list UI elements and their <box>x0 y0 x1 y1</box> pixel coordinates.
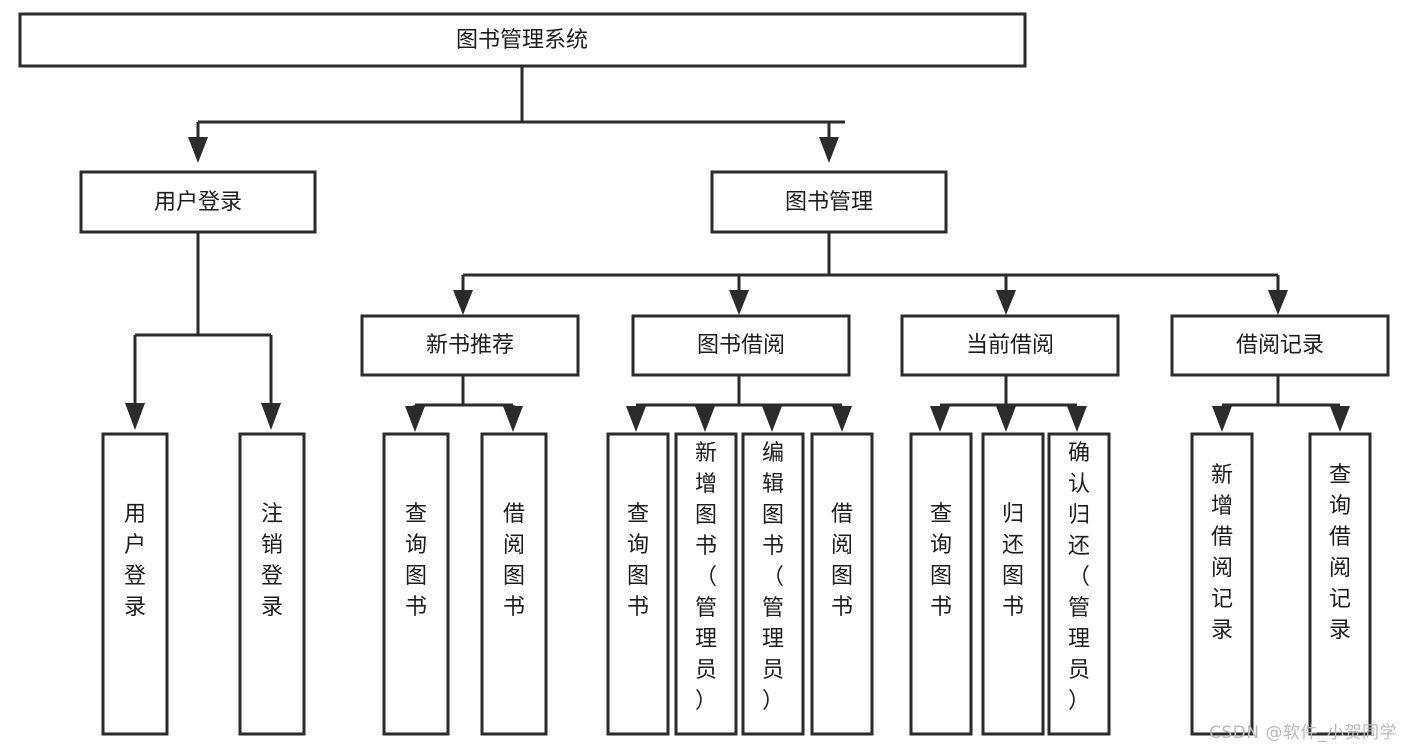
node-book-manage-box[interactable] <box>710 170 948 234</box>
arrowhead-current-borrow <box>996 290 1016 315</box>
node-leaf-add-book[interactable]: 新增图书（管理员） <box>674 432 738 736</box>
connector-group-borrow-record-to-leaves <box>1212 375 1350 432</box>
node-root-label: 图书管理系统 <box>456 28 588 53</box>
node-leaf-user-logout[interactable]: 注销登录 <box>238 432 306 736</box>
node-leaf-edit-book[interactable]: 编辑图书（管理员） <box>741 432 805 736</box>
node-leaf-user-login[interactable]: 用户登录 <box>101 432 169 736</box>
node-leaf-query-book-1[interactable]: 查询图书 <box>382 432 450 736</box>
node-leaf-query-record-label: 查询借阅记录 <box>1329 463 1351 643</box>
node-new-book-recommend-label: 新书推荐 <box>426 333 514 358</box>
node-borrow-record-label: 借阅记录 <box>1236 333 1324 358</box>
node-leaf-return-book[interactable]: 归还图书 <box>981 432 1045 736</box>
node-leaf-add-record[interactable]: 新增借阅记录 <box>1190 432 1254 736</box>
node-leaf-user-logout-box[interactable] <box>238 432 306 736</box>
arrowhead-leaf-add-book <box>695 406 715 432</box>
node-leaf-user-logout-label: 注销登录 <box>261 502 283 620</box>
node-new-book-recommend-box[interactable] <box>360 314 580 377</box>
node-user-login[interactable]: 用户登录 <box>79 170 317 234</box>
node-current-borrow-box[interactable] <box>900 314 1120 377</box>
node-root-box[interactable] <box>18 12 1027 68</box>
node-leaf-return-book-label: 归还图书 <box>1002 502 1024 620</box>
node-borrow-record[interactable]: 借阅记录 <box>1170 314 1390 377</box>
node-book-manage[interactable]: 图书管理 <box>710 170 948 234</box>
node-book-borrow[interactable]: 图书借阅 <box>631 314 851 377</box>
node-leaf-query-book-3-label: 查询图书 <box>930 502 952 620</box>
node-leaf-borrow-book-2-label: 借阅图书 <box>831 502 853 620</box>
node-leaf-query-book-1-box[interactable] <box>382 432 450 736</box>
node-leaf-add-book-box[interactable] <box>674 432 738 736</box>
arrowhead-leaf-confirm-return <box>1067 406 1087 432</box>
connector-group-book-borrow-to-leaves <box>626 375 852 432</box>
node-leaf-edit-book-box[interactable] <box>741 432 805 736</box>
connector-group-root-to-level2 <box>188 66 845 163</box>
node-leaf-confirm-return-box[interactable] <box>1047 432 1111 736</box>
node-current-borrow[interactable]: 当前借阅 <box>900 314 1120 377</box>
arrowhead-leaf-borrow-book-2 <box>832 406 852 432</box>
connector-group-new-book-recommend-to-leaves <box>405 375 523 432</box>
arrowhead-new-book-recommend <box>453 290 473 315</box>
node-leaf-query-book-3[interactable]: 查询图书 <box>909 432 973 736</box>
node-leaf-borrow-book-1[interactable]: 借阅图书 <box>480 432 548 736</box>
node-root[interactable]: 图书管理系统 <box>18 12 1027 68</box>
arrowhead-book-manage <box>819 137 839 163</box>
arrowhead-leaf-return-book <box>996 406 1016 432</box>
node-leaf-confirm-return[interactable]: 确认归还（管理员） <box>1047 432 1111 736</box>
node-leaf-query-book-2[interactable]: 查询图书 <box>606 432 670 736</box>
node-leaf-add-book-label: 新增图书（管理员） <box>695 441 717 714</box>
node-leaf-query-book-1-label: 查询图书 <box>405 502 427 620</box>
arrowhead-leaf-query-book-3 <box>930 406 950 432</box>
node-leaf-borrow-book-1-label: 借阅图书 <box>503 502 525 620</box>
arrowhead-leaf-query-book-2 <box>626 406 646 432</box>
node-leaf-add-record-label: 新增借阅记录 <box>1211 463 1233 643</box>
node-book-manage-label: 图书管理 <box>785 190 873 215</box>
node-borrow-record-box[interactable] <box>1170 314 1390 377</box>
node-leaf-query-book-2-box[interactable] <box>606 432 670 736</box>
arrowhead-leaf-add-record <box>1212 406 1232 432</box>
node-book-borrow-box[interactable] <box>631 314 851 377</box>
arrowhead-leaf-edit-book <box>762 406 782 432</box>
csdn-watermark: CSDN @软件_小贺同学 <box>1209 723 1397 743</box>
connector-group-book-manage-to-level3 <box>453 232 1288 315</box>
node-book-borrow-label: 图书借阅 <box>697 333 785 358</box>
node-leaf-borrow-book-1-box[interactable] <box>480 432 548 736</box>
node-leaf-borrow-book-2-box[interactable] <box>810 432 874 736</box>
arrowhead-book-borrow <box>729 290 749 315</box>
arrowhead-leaf-user-logout <box>261 403 281 430</box>
arrowhead-borrow-record <box>1268 290 1288 315</box>
node-leaf-query-book-3-box[interactable] <box>909 432 973 736</box>
node-leaf-borrow-book-2[interactable]: 借阅图书 <box>810 432 874 736</box>
connector-group-current-borrow-to-leaves <box>930 375 1087 432</box>
node-leaf-user-login-label: 用户登录 <box>124 502 146 620</box>
node-leaf-add-record-box[interactable] <box>1190 432 1254 736</box>
node-leaf-return-book-box[interactable] <box>981 432 1045 736</box>
node-leaf-query-record-box[interactable] <box>1308 432 1372 736</box>
arrowhead-leaf-query-book-1 <box>405 406 425 432</box>
arrowhead-user-login <box>188 137 208 163</box>
node-user-login-label: 用户登录 <box>154 190 242 215</box>
node-leaf-edit-book-label: 编辑图书（管理员） <box>762 441 784 714</box>
arrowhead-leaf-user-login <box>125 403 145 430</box>
arrowhead-leaf-borrow-book-1 <box>503 406 523 432</box>
node-new-book-recommend[interactable]: 新书推荐 <box>360 314 580 377</box>
arrowhead-leaf-query-record <box>1330 406 1350 432</box>
node-leaf-confirm-return-label: 确认归还（管理员） <box>1068 441 1090 714</box>
node-leaf-query-record[interactable]: 查询借阅记录 <box>1308 432 1372 736</box>
node-leaf-query-book-2-label: 查询图书 <box>627 502 649 620</box>
node-current-borrow-label: 当前借阅 <box>966 333 1054 358</box>
node-user-login-box[interactable] <box>79 170 317 234</box>
node-leaf-user-login-box[interactable] <box>101 432 169 736</box>
connector-group-user-login-to-leaves <box>125 232 281 430</box>
